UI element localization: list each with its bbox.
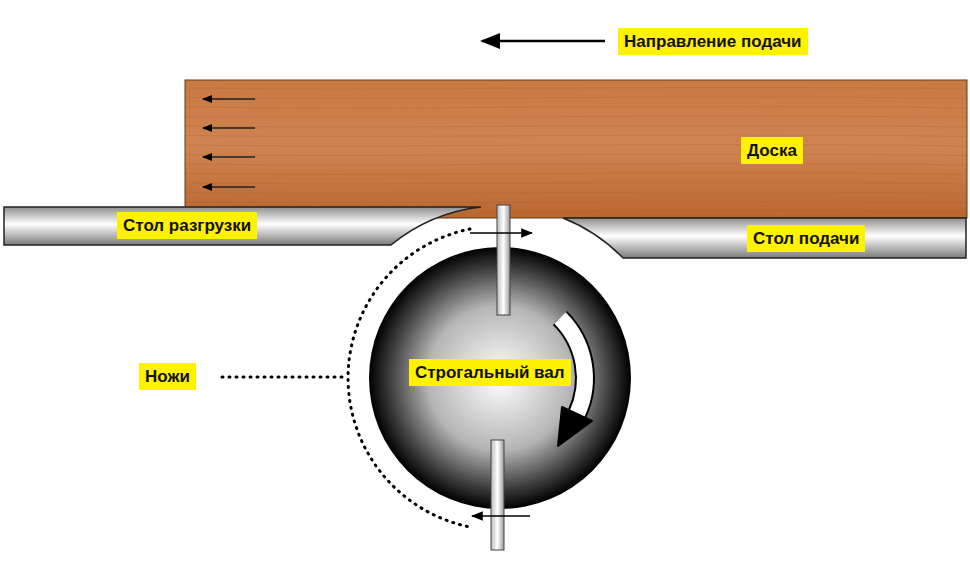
part-label: Строгальный вал — [409, 359, 571, 386]
wood-grain — [186, 88, 966, 213]
infeed-table-shape — [563, 218, 966, 258]
board-shape — [185, 80, 967, 218]
part-label: Стол разгрузки — [117, 212, 257, 239]
infeed-table: Стол подачи — [480, 218, 967, 258]
outfeed-table: Стол разгрузки — [4, 207, 474, 245]
part-label: Стол подачи — [747, 225, 865, 252]
cutter-head: Строгальный вал — [370, 247, 630, 509]
knife-motion-arrow — [472, 515, 530, 517]
board-arrows — [203, 99, 255, 187]
knife-motion-arrow — [470, 232, 532, 234]
knife-blade — [497, 205, 510, 315]
outfeed-table-shape — [4, 207, 481, 245]
feed-arrow — [482, 40, 605, 43]
board: Доска — [185, 80, 967, 218]
feed-direction-label: Направление подачи — [618, 28, 808, 55]
leader-line — [222, 376, 348, 379]
knife-blade — [491, 440, 504, 550]
knives-label: Ножи — [139, 363, 196, 390]
part-label: Доска — [741, 137, 803, 164]
